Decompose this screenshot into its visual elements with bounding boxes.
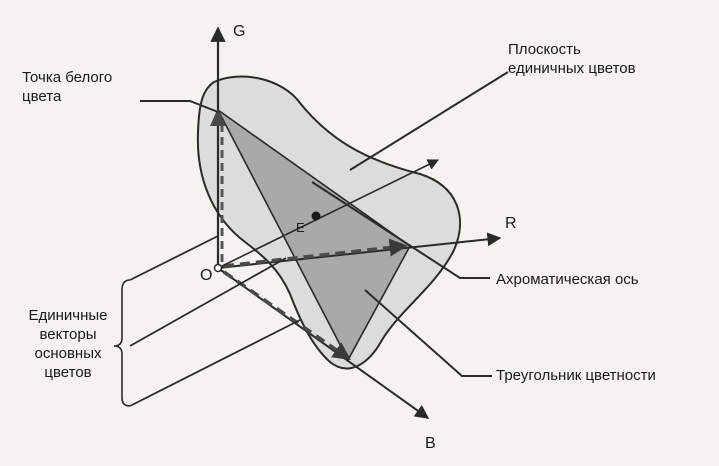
b-axis-label: B	[425, 435, 436, 452]
unit-plane-label: Плоскость единичных цветов	[508, 41, 636, 77]
chromaticity-triangle-label: Треугольник цветности	[496, 367, 656, 384]
b-axis-dashed	[222, 270, 351, 361]
leader-unit-plane	[349, 71, 509, 171]
g-axis-label: G	[233, 23, 246, 40]
achromatic-axis-label: Ахроматическая ось	[496, 271, 639, 288]
r-axis-dashed	[223, 238, 408, 268]
leader-unit-vector-b	[129, 319, 301, 407]
leader-chromaticity-triangle	[364, 289, 492, 377]
leader-unit-vector-g	[129, 235, 219, 281]
point-e	[311, 211, 321, 221]
origin-label: O	[200, 267, 213, 284]
leader-white-point	[140, 100, 219, 113]
unit-vectors-bracket	[113, 279, 131, 407]
point-e-label: E	[296, 220, 305, 235]
leader-unit-vector-r	[129, 257, 287, 347]
white-point-label: Точка белого цвета	[22, 69, 113, 105]
r-axis-label: R	[505, 215, 517, 232]
leader-achromatic-axis	[311, 181, 490, 279]
g-unit-vector-head	[210, 108, 226, 126]
origin-point	[213, 263, 223, 273]
achromatic-axis-line	[217, 159, 440, 269]
unit-vectors-label: Единичные векторы основных цветов	[28, 307, 108, 381]
